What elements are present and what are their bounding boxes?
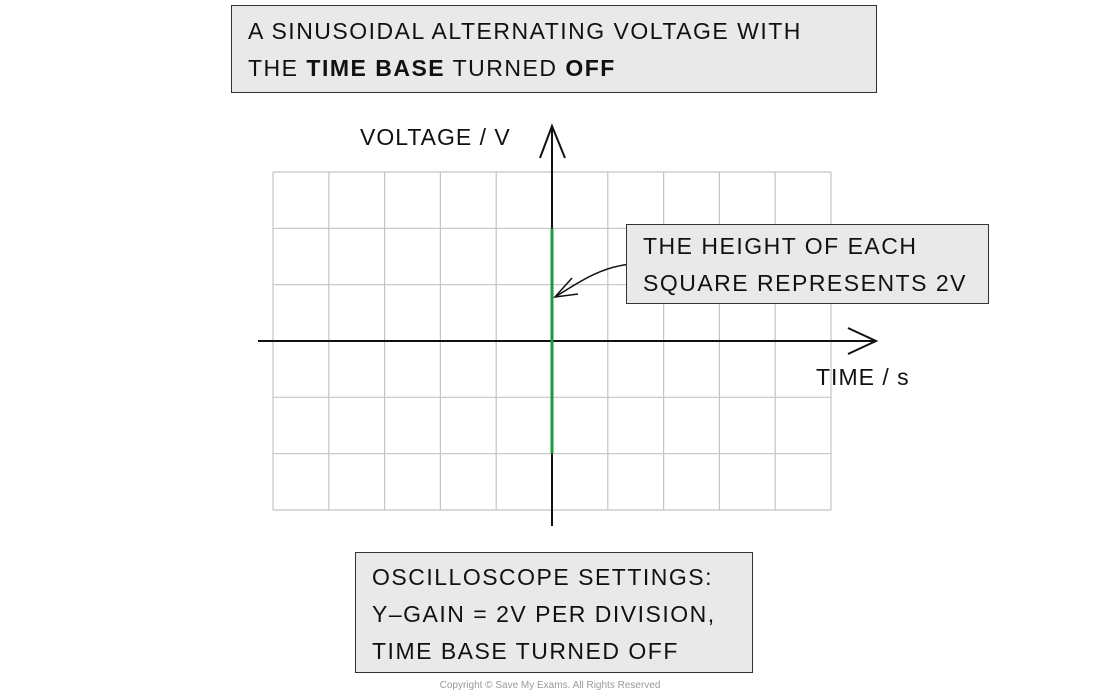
y-axis-label: VOLTAGE / V [360,124,511,150]
y-axis-arrowhead [539,123,566,159]
x-axis-label: TIME / s [816,364,910,390]
settings-line-1: OSCILLOSCOPE SETTINGS: [372,564,714,590]
title-line-1: A SINUSOIDAL ALTERNATING VOLTAGE WITH [248,18,802,44]
annotation-arrowhead [553,277,579,299]
title-box: A SINUSOIDAL ALTERNATING VOLTAGE WITH TH… [231,5,877,93]
settings-box: OSCILLOSCOPE SETTINGS: Y–GAIN = 2V PER D… [355,552,753,673]
title-text: THE [248,55,307,81]
settings-line-2: Y–GAIN = 2V PER DIVISION, [372,601,716,627]
title-text: TURNED [445,55,566,81]
annotation-line-2: SQUARE REPRESENTS 2V [643,270,967,296]
annotation-line-1: THE HEIGHT OF EACH [643,233,918,259]
title-line-2: THE TIME BASE TURNED OFF [248,50,876,87]
annotation-arrow [554,263,634,298]
title-bold-time-base: TIME BASE [306,55,446,81]
title-bold-off: OFF [565,55,616,81]
settings-line-3: TIME BASE TURNED OFF [372,638,679,664]
x-axis-arrowhead [847,327,879,355]
annotation-box: THE HEIGHT OF EACH SQUARE REPRESENTS 2V [626,224,989,304]
copyright: Copyright © Save My Exams. All Rights Re… [439,680,661,691]
